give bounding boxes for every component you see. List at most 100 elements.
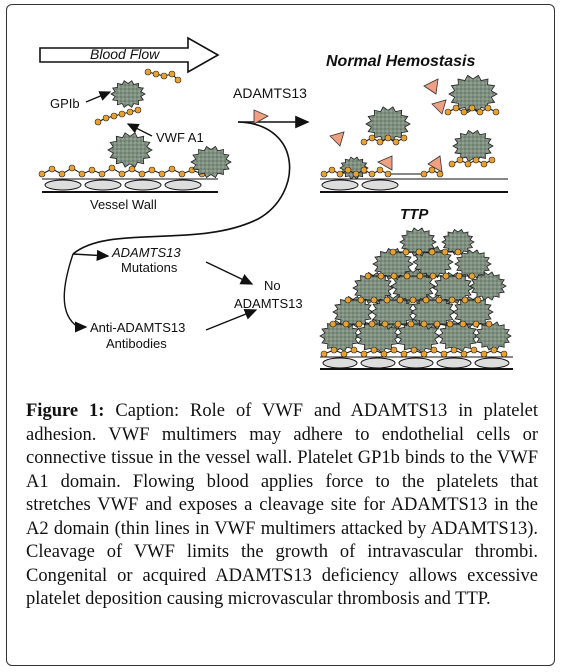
vwf-monomer (158, 170, 166, 178)
vwf-monomer (355, 320, 363, 328)
vwf-monomer (468, 104, 476, 112)
vessel-wall-label: Vessel Wall (90, 197, 157, 212)
vwf-monomer (360, 138, 368, 146)
cleavage-curve (72, 121, 291, 255)
vwf-monomer (402, 248, 410, 256)
platelets-normal (320, 74, 500, 180)
vwf-monomer (383, 296, 391, 304)
vessel-wall-normal (320, 178, 508, 193)
vwf-monomer (428, 166, 436, 174)
no-label-2: ADAMTS13 (234, 296, 303, 311)
vwf-monomer (468, 272, 476, 280)
vwf-monomer (440, 350, 448, 358)
caption-label: Figure 1: (26, 401, 105, 421)
platelet (107, 132, 153, 168)
arrow-mutations-to-no (205, 261, 254, 285)
vwf-monomer (110, 112, 118, 120)
vwf-monomer (320, 170, 328, 178)
platelet (441, 228, 475, 256)
platelet (190, 145, 232, 179)
vwf-monomer (390, 346, 398, 354)
vwf-monomer (488, 156, 496, 164)
vwf-monomer (448, 296, 456, 304)
vwf-monomer (490, 346, 498, 354)
vwf-monomer (329, 320, 337, 328)
vwf-monomer (396, 296, 404, 304)
vwf-monomer (360, 166, 368, 174)
adamts13-label: ADAMTS13 (233, 85, 307, 101)
vwf-monomer (168, 165, 176, 173)
vwf-monomer (474, 296, 482, 304)
vwf-monomer (472, 156, 480, 164)
platelet (474, 321, 512, 351)
normal-hemostasis-label: Normal Hemostasis (326, 53, 475, 70)
vwf-monomer (433, 320, 441, 328)
vwf-monomer (144, 68, 152, 76)
vwf-a1-pointer (126, 123, 153, 137)
vwf-monomer (409, 296, 417, 304)
vwf-monomer (368, 134, 376, 142)
vwf-monomer (420, 320, 428, 328)
vwf-monomer (336, 170, 344, 178)
vwf-monomer (320, 350, 328, 358)
vwf-monomer (410, 346, 418, 354)
vwf-monomer (370, 346, 378, 354)
vwf-monomer (68, 164, 76, 172)
vwf-monomer (350, 346, 358, 354)
vwf-monomer (452, 104, 460, 112)
blood-flow-arrow (39, 36, 220, 74)
vwf-monomer (480, 350, 488, 358)
vwf-monomer (368, 320, 376, 328)
vwf-monomer (444, 108, 452, 116)
gpib-label: GPIb (50, 96, 80, 111)
caption-text: Caption: Role of VWF and ADAMTS13 in pla… (26, 401, 539, 609)
vwf-monomer (376, 138, 384, 146)
vwf-monomer (429, 272, 437, 280)
vwf-monomer (78, 170, 86, 178)
gpib-pointer (85, 91, 112, 103)
vwf-monomer (476, 108, 484, 116)
vwf-monomer (480, 160, 488, 168)
vwf-monomer (415, 248, 423, 256)
vwf-monomer (377, 272, 385, 280)
vwf-monomer (500, 350, 508, 358)
vwf-monomer (420, 350, 428, 358)
vwf-monomer (98, 170, 106, 178)
vwf-monomer (340, 350, 348, 358)
vwf-monomer (178, 170, 186, 178)
vwf-monomer (376, 166, 384, 174)
vwf-monomer (442, 272, 450, 280)
vwf-monomer (108, 164, 116, 172)
vwf-monomer (128, 165, 136, 173)
vwf-monomer (364, 272, 372, 280)
vwf-monomer (472, 320, 480, 328)
platelet (454, 249, 492, 279)
vwf-monomer (134, 106, 142, 114)
figure-illustration: Blood Flow Normal Hemostasis GPIb ADAMTS… (36, 24, 513, 370)
platelet (110, 80, 146, 108)
vwf-monomer (368, 170, 376, 178)
vwf-monomer (38, 170, 46, 178)
vwf-monomer (174, 76, 182, 84)
vessel-wall-ttp (320, 356, 513, 370)
vwf-monomer (485, 320, 493, 328)
vwf-monomer (342, 320, 350, 328)
vwf-monomer (360, 350, 368, 358)
vwf-monomer (381, 320, 389, 328)
vwf-monomer (461, 296, 469, 304)
platelet (452, 129, 494, 163)
platelets-ttp (319, 227, 512, 358)
vwf-monomer (344, 296, 352, 304)
vwf-monomer (435, 296, 443, 304)
vwf-monomer (330, 346, 338, 354)
vwf-monomer (160, 72, 168, 80)
vwf-monomer (460, 350, 468, 358)
blood-flow-label: Blood Flow (90, 46, 160, 62)
vwf-monomer (454, 248, 462, 256)
vwf-monomer (446, 320, 454, 328)
vwf-monomer (403, 272, 411, 280)
vwf-monomer (380, 350, 388, 358)
vwf-monomer (456, 156, 464, 164)
vessel-wall-left (42, 178, 218, 193)
vwf-monomer (430, 346, 438, 354)
